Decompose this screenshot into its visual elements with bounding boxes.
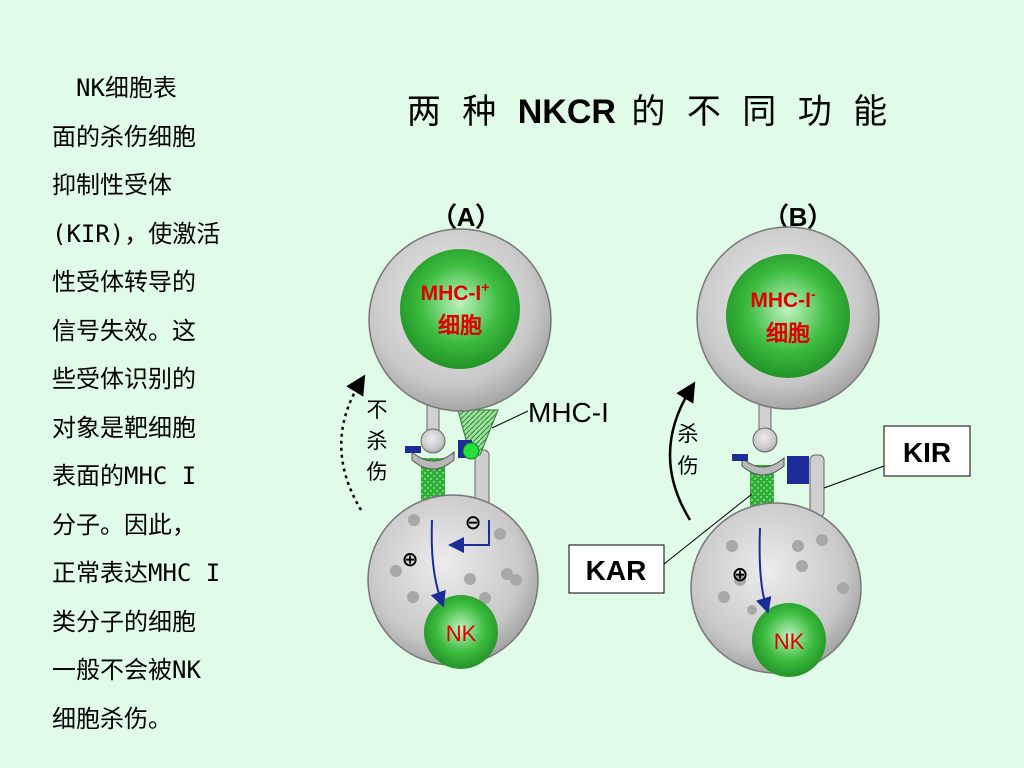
target-b-sup: - xyxy=(811,286,816,302)
mhc-ball-b xyxy=(752,427,778,453)
panel-a: （A） MHC-I+ 细胞 NK ⊖ ⊕ 不 杀 xyxy=(340,202,552,669)
target-a-label: MHC-I+ xyxy=(421,279,490,305)
activating-signal-arrow xyxy=(430,519,446,608)
kar-callout-line xyxy=(663,493,753,565)
target-nucleus-b xyxy=(726,254,850,378)
page-title: 两 种 NKCR 的 不 同 功 能 xyxy=(390,84,910,133)
kill-char-1: 杀 xyxy=(678,423,699,446)
mhc-ball xyxy=(420,428,446,454)
no-kill-char-1: 不 xyxy=(367,399,388,422)
title-bold: NKCR xyxy=(517,93,616,131)
text-line: NK细胞表 xyxy=(52,74,177,102)
target-nucleus-a xyxy=(400,249,520,369)
text-line: 面的杀伤细胞 xyxy=(52,122,196,151)
ligand-dot xyxy=(462,442,480,460)
text-line: 细胞杀伤。 xyxy=(52,704,172,733)
kir-binding-b xyxy=(787,456,809,484)
target-b-main: MHC-I xyxy=(750,289,811,312)
text-line: 分子。因此， xyxy=(52,510,196,539)
nk-nucleus-a xyxy=(424,595,498,669)
text-line: 些受体识别的 xyxy=(52,365,196,393)
minus-sign: ⊖ xyxy=(465,512,482,534)
target-b-label: MHC-I- xyxy=(750,286,816,312)
nk-granules-b xyxy=(718,534,849,615)
target-b-sublabel: 细胞 xyxy=(766,321,810,346)
plus-sign-b: ⊕ xyxy=(732,564,749,586)
inhibitory-signal-arrow xyxy=(448,520,490,553)
kar-callout-label: KAR xyxy=(586,555,647,586)
target-a-sublabel: 细胞 xyxy=(438,313,482,338)
title-post: 的 不 同 功 能 xyxy=(615,93,894,131)
nk-b-label: NK xyxy=(774,629,805,654)
kill-arrow xyxy=(668,381,696,521)
text-line: 类分子的细胞 xyxy=(52,607,196,636)
mhc-callout-line xyxy=(491,410,529,429)
no-kill-char-3: 伤 xyxy=(367,461,388,484)
kir-callout-label: KIR xyxy=(903,437,951,468)
kar-bar-b xyxy=(732,454,748,461)
description-text: NK细胞表 面的杀伤细胞 抑制性受体 (KIR)，使激活 性受体转导的 信号失效… xyxy=(52,64,284,743)
plus-sign-a: ⊕ xyxy=(402,549,419,571)
kar-cup-b xyxy=(741,456,785,476)
kill-char-2: 伤 xyxy=(678,455,699,478)
text-line: 对象是靶细胞 xyxy=(52,413,196,442)
no-kill-arrow xyxy=(340,374,366,511)
nk-nucleus-b xyxy=(752,603,826,677)
text-line: 正常表达MHC I xyxy=(52,559,221,587)
title-pre: 两 种 xyxy=(406,93,518,131)
mhc-callout-label: MHC-I xyxy=(528,397,609,428)
no-kill-char-2: 杀 xyxy=(367,430,388,453)
text-line: 信号失效。这 xyxy=(52,316,196,345)
kar-callout-box xyxy=(568,544,665,594)
text-line: 一般不会被NK xyxy=(52,656,201,684)
kir-callout-box xyxy=(883,425,971,477)
target-a-sup: + xyxy=(481,279,489,295)
panel-b: （B） MHC-I- 细胞 NK ⊕ 杀 伤 xyxy=(668,202,880,677)
nk-a-label: NK xyxy=(446,621,477,646)
text-line: 性受体转导的 xyxy=(52,268,196,296)
kar-cup-a xyxy=(411,450,455,470)
activating-signal-arrow-b xyxy=(756,527,772,614)
target-a-main: MHC-I xyxy=(421,282,482,305)
text-line: 抑制性受体 xyxy=(52,171,172,199)
kar-bar-a xyxy=(405,446,421,453)
text-line: 表面的MHC I xyxy=(52,462,197,490)
panel-a-label: （A） xyxy=(431,202,502,232)
kir-receptor-b xyxy=(809,454,825,518)
kir-callout-line xyxy=(823,465,885,489)
text-line: (KIR)，使激活 xyxy=(52,219,221,248)
